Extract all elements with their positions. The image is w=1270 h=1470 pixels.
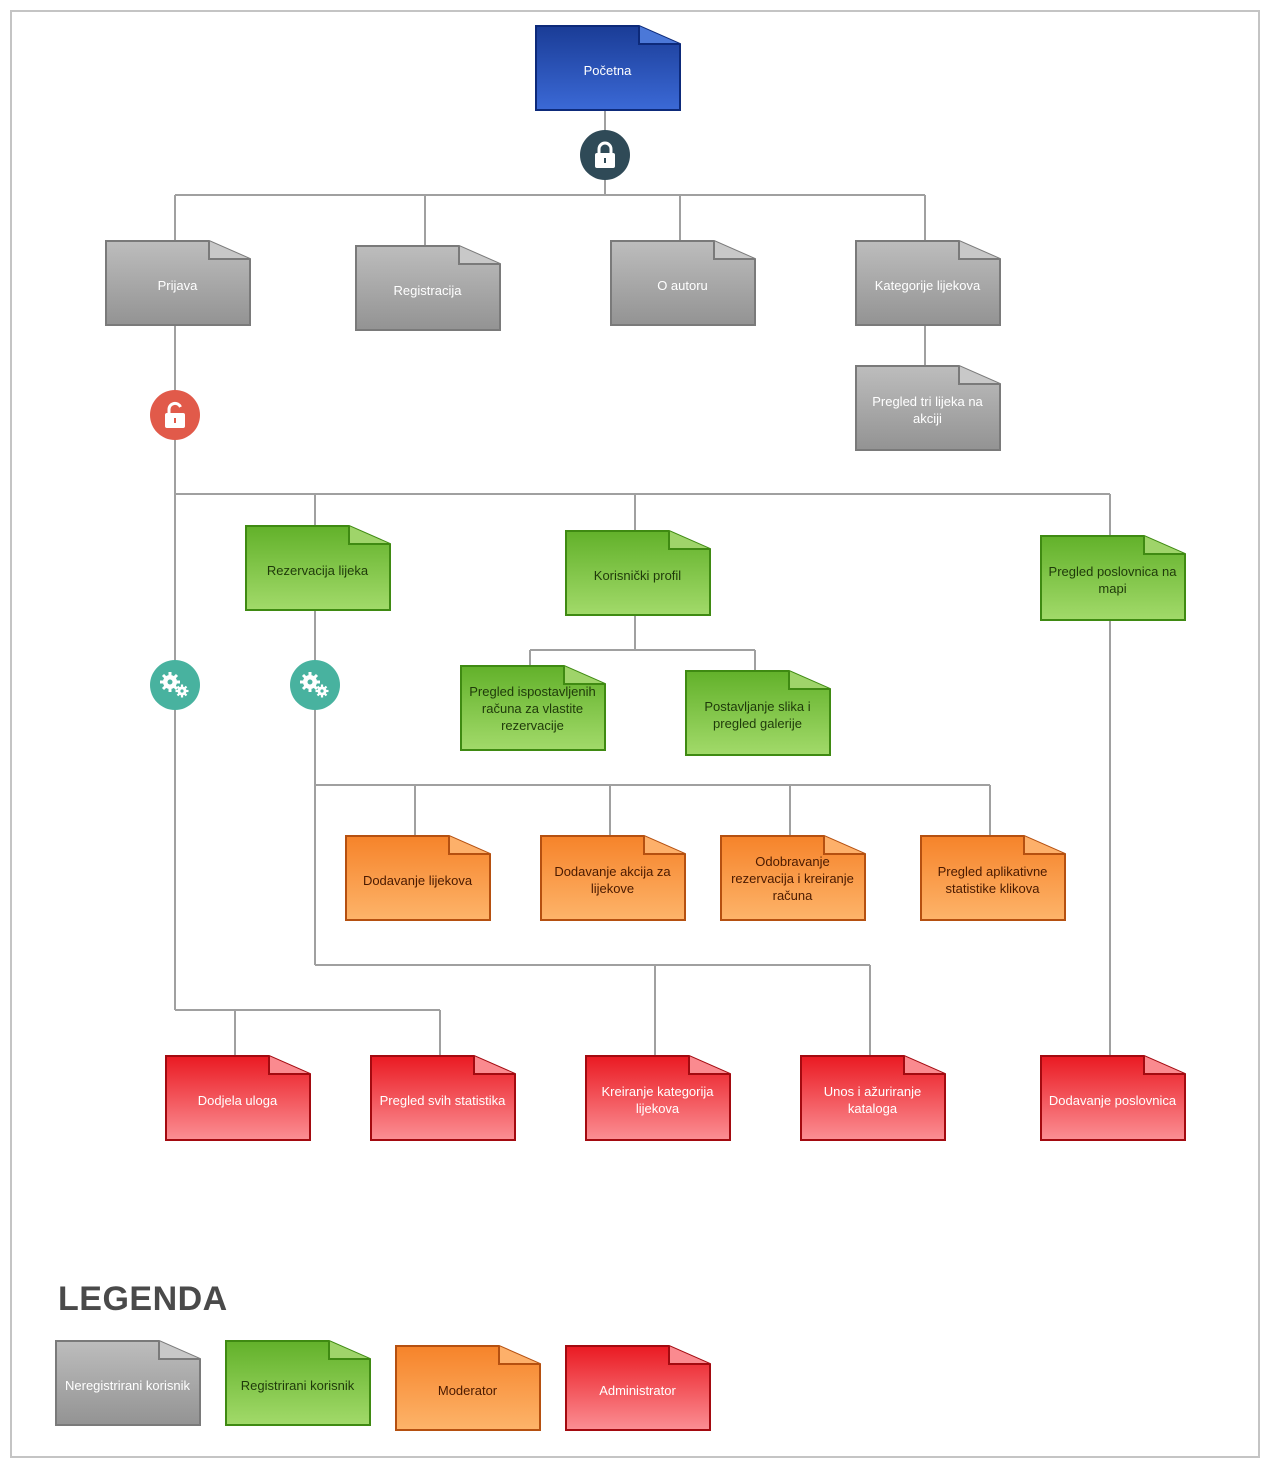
node-label: Odobravanje rezervacija i kreiranje raču… bbox=[731, 853, 854, 903]
lock-icon bbox=[580, 130, 630, 180]
node-label: Kategorije lijekova bbox=[874, 277, 981, 293]
diagram-frame bbox=[10, 10, 1260, 1458]
node-label: Pregled poslovnica na mapi bbox=[1048, 564, 1177, 596]
unlock-icon bbox=[150, 390, 200, 440]
gears-icon bbox=[290, 660, 340, 710]
legend-label: Administrator bbox=[599, 1382, 676, 1398]
node-label: Postavljanje slika i pregled galerije bbox=[704, 699, 811, 731]
node-label: Dodavanje akcija za lijekove bbox=[554, 864, 671, 896]
node-label: Kreiranje kategorija lijekova bbox=[601, 1084, 714, 1116]
node-dodavanje-poslovnica: Dodavanje poslovnica bbox=[1040, 1055, 1186, 1141]
legend-label: Moderator bbox=[437, 1382, 498, 1398]
node-label: Početna bbox=[583, 62, 632, 78]
node-label: Pregled aplikativne statistike klikova bbox=[937, 864, 1048, 896]
legend-label: Neregistrirani korisnik bbox=[65, 1377, 190, 1393]
node-label: Prijava bbox=[157, 277, 198, 293]
node-unos-kataloga: Unos i ažuriranje kataloga bbox=[800, 1055, 946, 1141]
node-registracija: Registracija bbox=[355, 245, 501, 331]
legend-label: Registrirani korisnik bbox=[240, 1377, 355, 1393]
node-pregled-racuna: Pregled ispostavljenih računa za vlastit… bbox=[460, 665, 606, 751]
node-label: O autoru bbox=[657, 277, 708, 293]
node-odobravanje-rezervacija: Odobravanje rezervacija i kreiranje raču… bbox=[720, 835, 866, 921]
node-label: Pregled tri lijeka na akciji bbox=[872, 394, 983, 426]
node-o-autoru: O autoru bbox=[610, 240, 756, 326]
node-kategorije-lijekova: Kategorije lijekova bbox=[855, 240, 1001, 326]
node-label: Dodavanje lijekova bbox=[362, 872, 473, 888]
node-pregled-tri-lijeka: Pregled tri lijeka na akciji bbox=[855, 365, 1001, 451]
node-rezervacija-lijeka: Rezervacija lijeka bbox=[245, 525, 391, 611]
node-label: Unos i ažuriranje kataloga bbox=[823, 1084, 922, 1116]
node-korisnicki-profil: Korisnički profil bbox=[565, 530, 711, 616]
node-label: Registracija bbox=[393, 282, 462, 298]
node-kreiranje-kategorija: Kreiranje kategorija lijekova bbox=[585, 1055, 731, 1141]
node-label: Pregled svih statistika bbox=[379, 1092, 506, 1108]
node-dodavanje-lijekova: Dodavanje lijekova bbox=[345, 835, 491, 921]
node-label: Dodjela uloga bbox=[197, 1092, 278, 1108]
node-label: Pregled ispostavljenih računa za vlastit… bbox=[469, 683, 596, 733]
node-pregled-statistike-klikova: Pregled aplikativne statistike klikova bbox=[920, 835, 1066, 921]
legend-title: LEGENDA bbox=[58, 1280, 228, 1318]
node-prijava: Prijava bbox=[105, 240, 251, 326]
gears-icon bbox=[150, 660, 200, 710]
node-dodavanje-akcija: Dodavanje akcija za lijekove bbox=[540, 835, 686, 921]
node-label: Rezervacija lijeka bbox=[266, 562, 369, 578]
node-label: Korisnički profil bbox=[593, 567, 682, 583]
node-dodjela-uloga: Dodjela uloga bbox=[165, 1055, 311, 1141]
legend-item-administrator: Administrator bbox=[565, 1345, 711, 1431]
legend-item-neregistrirani: Neregistrirani korisnik bbox=[55, 1340, 201, 1426]
node-pregled-poslovnica: Pregled poslovnica na mapi bbox=[1040, 535, 1186, 621]
node-pregled-svih-statistika: Pregled svih statistika bbox=[370, 1055, 516, 1141]
node-pocetna: Početna bbox=[535, 25, 681, 111]
node-label: Dodavanje poslovnica bbox=[1048, 1092, 1177, 1108]
legend-item-registrirani: Registrirani korisnik bbox=[225, 1340, 371, 1426]
node-postavljanje-slika: Postavljanje slika i pregled galerije bbox=[685, 670, 831, 756]
legend-item-moderator: Moderator bbox=[395, 1345, 541, 1431]
